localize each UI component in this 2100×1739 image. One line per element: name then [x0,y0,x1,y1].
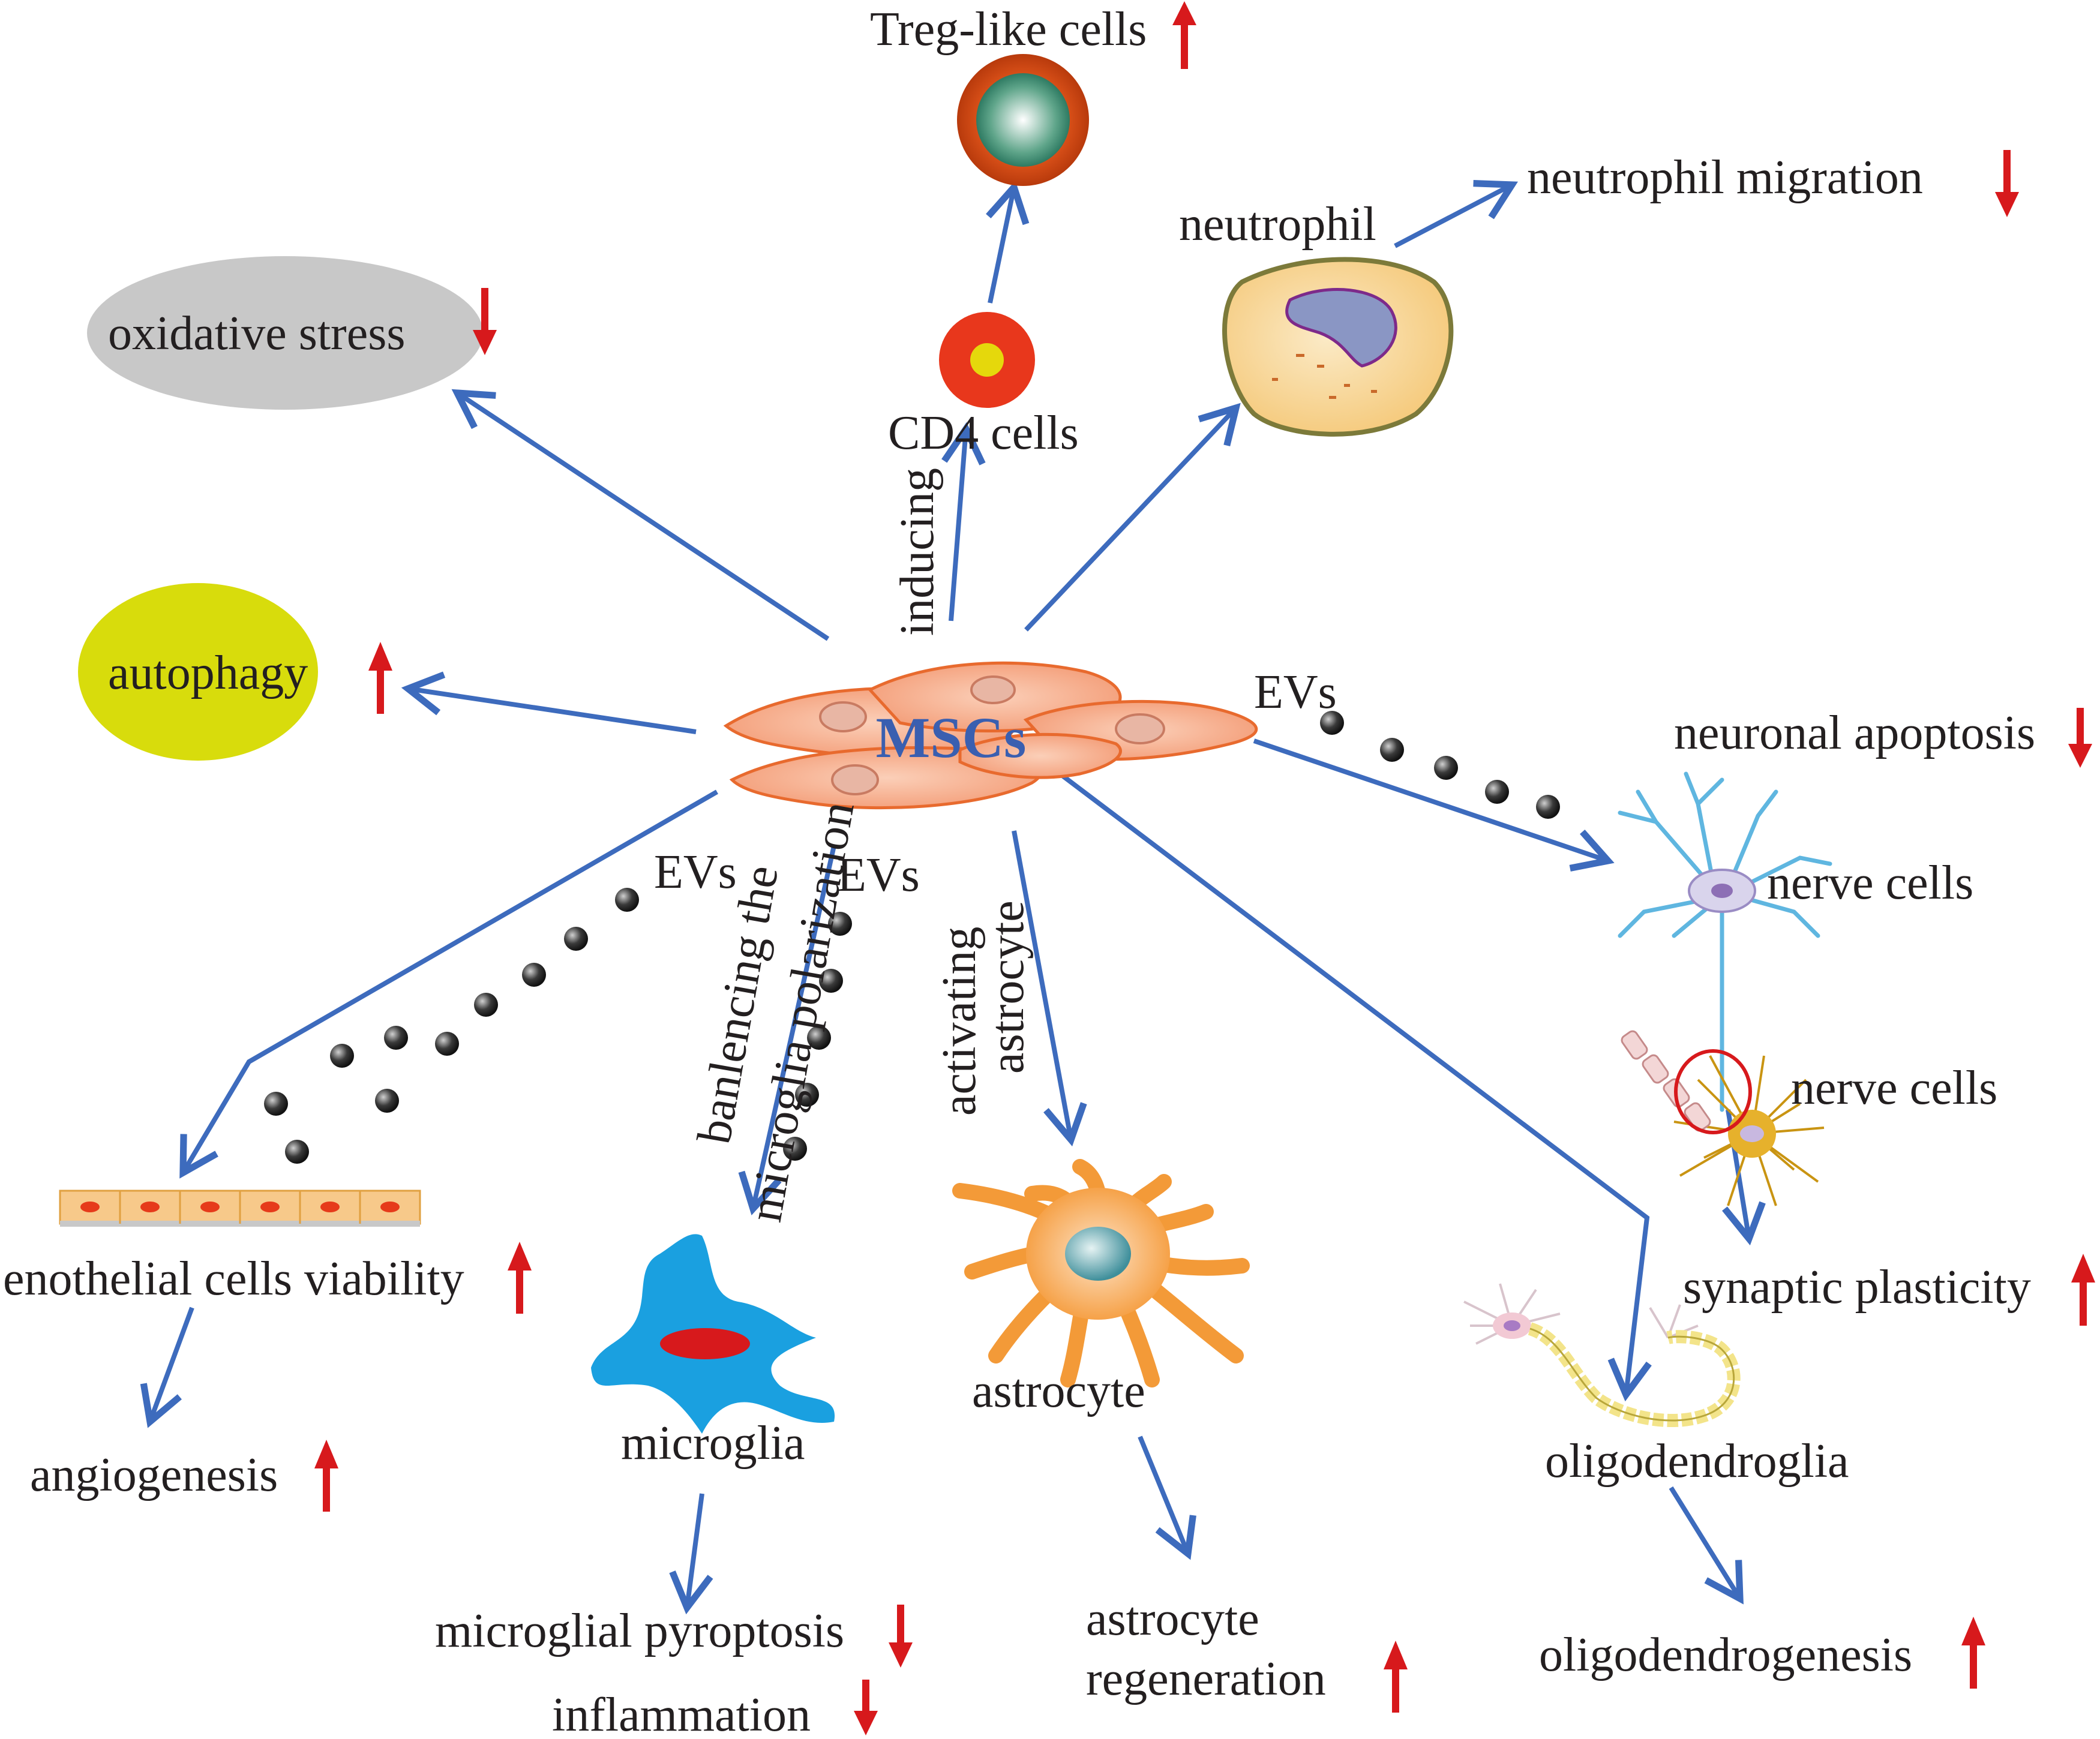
down-arrow-icon [854,1680,878,1735]
arrow-cd4-to-treg [986,180,1030,304]
neuronal-apoptosis-label: neuronal apoptosis [1674,707,2035,759]
oligodendroglia-label: oligodendroglia [1545,1435,1849,1488]
ev-particles-middle [783,912,852,1161]
astrocyte-regeneration-label-2: regeneration [1086,1653,1326,1705]
arrow-to-oxidative-stress [451,389,830,641]
arrow-to-oligodendroglia [1054,768,1652,1402]
up-arrow-icon [314,1440,338,1512]
neutrophil-migration-label: neutrophil migration [1527,151,1923,204]
oligodendroglia-cell-icon [1463,1283,1741,1428]
oligodendrogenesis-label: oligodendrogenesis [1539,1629,1912,1681]
arrow-astrocyte-to-regeneration [1138,1435,1196,1560]
cd4-label: CD4 cells [888,407,1079,459]
arrow-endothelial-to-angiogenesis [140,1306,194,1428]
ev-particles-left [264,888,639,1164]
nerve-cell-2-icon [1621,1030,1825,1206]
ev-particles-right [1320,711,1560,819]
evs-middle-label: EVs [837,849,920,902]
down-arrow-icon [889,1605,913,1668]
treg-label: Treg-like cells [870,3,1147,56]
pathway-arrows [140,180,1766,1615]
msc-label: MSCs [876,705,1027,770]
astrocyte-label: astrocyte [972,1365,1145,1417]
up-arrow-icon [1172,1,1196,69]
evs-right-label: EVs [1254,666,1337,719]
arrow-oligodendroglia-to-genesis [1669,1486,1744,1605]
up-arrow-icon [2071,1254,2095,1326]
arrow-to-microglia [738,845,836,1216]
endothelial-viability-label: enothelial cells viability [3,1253,464,1305]
neutrophil-label: neutrophil [1179,198,1376,251]
down-arrow-icon [473,288,497,355]
arrow-microglia-to-pyroptosis [669,1493,713,1615]
msc-cell-cluster [723,661,1258,810]
arrow-to-cd4 [941,422,986,621]
astrocyte-regeneration-label-1: astrocyte [1086,1593,1259,1645]
oxidative-stress-ellipse [87,256,483,410]
arrow-to-astrocyte [1012,830,1087,1147]
arrow-to-endothelial [179,789,718,1179]
arrow-neutrophil-to-migration [1394,180,1519,248]
arrow-to-neutrophil [1024,403,1241,632]
microglia-label: microglia [621,1417,805,1470]
down-arrow-icon [2068,708,2092,768]
evs-left-label: EVs [654,846,737,899]
arrow-to-nerve-cells [1253,738,1615,872]
up-arrow-icon [508,1242,532,1314]
nerve-cells-1-label: nerve cells [1767,857,1973,909]
oxidative-stress-label: oxidative stress [108,307,405,360]
angiogenesis-label: angiogenesis [30,1449,278,1501]
autophagy-ellipse [78,583,318,761]
nerve-cells-2-label: nerve cells [1791,1062,1997,1115]
inducing-label: inducing [891,468,944,636]
down-arrow-icon [1995,150,2019,217]
astrocyte-activation-label-1: activating [933,927,986,1116]
arrow-to-autophagy [401,671,697,734]
neutrophil-cell-icon [1222,257,1454,437]
astrocyte-activation-label-2: astrocyte [981,900,1034,1074]
synaptic-plasticity-label: synaptic plasticity [1683,1261,2031,1314]
up-arrow-icon [1384,1641,1408,1713]
up-arrow-icon [1961,1617,1985,1689]
endothelial-cells-icon [59,1190,421,1227]
microglial-pyroptosis-label: microglial pyroptosis [435,1605,844,1657]
up-arrow-icon [368,642,392,714]
autophagy-label: autophagy [108,647,308,699]
inflammation-label: inflammation [552,1689,811,1739]
